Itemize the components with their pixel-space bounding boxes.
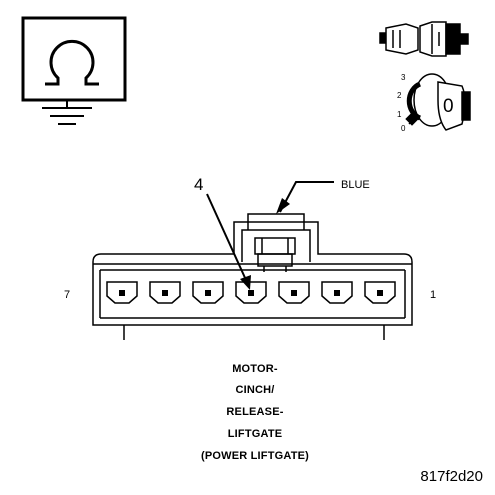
ignition-key-icon: [405, 73, 471, 131]
terminal-contacts: [119, 290, 383, 296]
cavity-4-callout-arrow: [206, 193, 251, 290]
title-line-1: MOTOR-: [232, 363, 278, 375]
figure-id: 817f2d20: [420, 468, 483, 485]
connector-plug-icon: [379, 21, 469, 57]
title-line-4: LIFTGATE: [227, 428, 283, 440]
key-position-2: 2: [397, 91, 402, 100]
connector-body: [92, 213, 413, 340]
key-position-3: 3: [401, 73, 406, 82]
title-line-5: (POWER LIFTGATE): [200, 450, 310, 462]
wire-color-label: BLUE: [341, 179, 370, 191]
wire-color-leader: [276, 181, 334, 214]
title-line-2: CINCH/: [235, 384, 275, 396]
pin-end-left: 7: [64, 289, 70, 301]
ohmmeter-ground-icon: [21, 16, 127, 125]
key-position-1: 1: [397, 110, 402, 119]
cavity-callout-number: 4: [194, 175, 203, 194]
key-face-label: 0: [443, 96, 454, 117]
title-line-3: RELEASE-: [226, 406, 284, 418]
key-position-0: 0: [401, 124, 406, 133]
pin-end-right: 1: [430, 289, 436, 301]
